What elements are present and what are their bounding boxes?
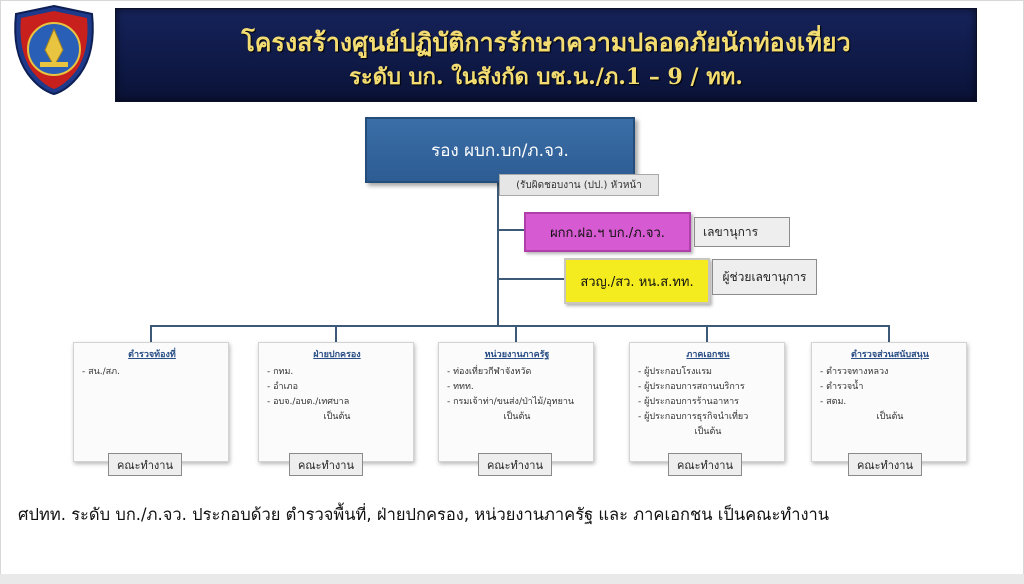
connector-drop-5 bbox=[888, 325, 890, 342]
bottom-strip bbox=[0, 574, 1024, 584]
member-item: - ททท. bbox=[447, 382, 474, 392]
title-subtitle: ระดับ บก. ในสังกัด บช.น./ภ.1 – 9 / ทท. bbox=[349, 64, 743, 90]
team-label-administration: คณะทำงาน bbox=[289, 453, 363, 476]
member-item: - ผู้ประกอบการธุรกิจนำเที่ยว bbox=[638, 412, 749, 422]
member-item: - ผู้ประกอบโรงแรม bbox=[638, 367, 712, 377]
member-item: - อบจ./อบต./เทศบาล bbox=[267, 397, 350, 407]
member-box-private-sector: ภาคเอกชน - ผู้ประกอบโรงแรม - ผู้ประกอบกา… bbox=[629, 342, 785, 462]
tourist-police-logo bbox=[14, 4, 94, 96]
assistant-label: ผู้ช่วยเลขานุการ bbox=[712, 259, 817, 295]
connector-drop-4 bbox=[706, 325, 708, 342]
diagram-caption: ศปทท. ระดับ บก./ภ.จว. ประกอบด้วย ตำรวจพื… bbox=[18, 505, 830, 524]
member-item: - อำเภอ bbox=[267, 382, 298, 392]
member-footer: เป็นต้น bbox=[503, 412, 531, 422]
member-header: ตำรวจท้องที่ bbox=[128, 350, 176, 360]
connector-secretary bbox=[497, 229, 524, 231]
member-item: - ตำรวจทางหลวง bbox=[820, 367, 889, 377]
member-footer: เป็นต้น bbox=[323, 412, 351, 422]
team-label-local-police: คณะทำงาน bbox=[108, 453, 182, 476]
member-item: - ผู้ประกอบการสถานบริการ bbox=[638, 382, 745, 392]
member-header: หน่วยงานภาครัฐ bbox=[484, 350, 550, 360]
title-banner: โครงสร้างศูนย์ปฏิบัติการรักษาความปลอดภัย… bbox=[115, 8, 977, 102]
connector-drop-2 bbox=[335, 325, 337, 342]
member-box-government: หน่วยงานภาครัฐ - ท่องเที่ยวกีฬาจังหวัด -… bbox=[438, 342, 594, 462]
member-box-administration: ฝ่ายปกครอง - กทม. - อำเภอ - อบจ./อบต./เท… bbox=[258, 342, 414, 462]
connector-drop-1 bbox=[150, 325, 152, 342]
assistant-box: สวญ./สว. หน.ส.ทท. bbox=[564, 258, 710, 304]
member-footer: เป็นต้น bbox=[694, 427, 722, 437]
member-header: ภาคเอกชน bbox=[686, 350, 730, 360]
member-item: - กทม. bbox=[267, 367, 294, 377]
member-header: ตำรวจส่วนสนับสนุน bbox=[851, 350, 929, 360]
connector-main-vertical bbox=[497, 179, 499, 327]
member-item: - กรมเจ้าท่า/ขนส่ง/ป่าไม้/อุทยาน bbox=[447, 397, 575, 407]
member-item: - ท่องเที่ยวกีฬาจังหวัด bbox=[447, 367, 532, 377]
secretary-label: เลขานุการ bbox=[694, 217, 790, 247]
member-item: - ผู้ประกอบการร้านอาหาร bbox=[638, 397, 739, 407]
member-box-support-police: ตำรวจส่วนสนับสนุน - ตำรวจทางหลวง - ตำรวจ… bbox=[811, 342, 967, 462]
member-header: ฝ่ายปกครอง bbox=[313, 350, 361, 360]
member-box-local-police: ตำรวจท้องที่ - สน./สภ. bbox=[73, 342, 229, 462]
connector-assistant bbox=[497, 278, 564, 280]
head-note: (รับผิดชอบงาน (ปป.) หัวหน้า bbox=[499, 174, 659, 196]
member-footer: เป็นต้น bbox=[876, 412, 904, 422]
team-label-support-police: คณะทำงาน bbox=[848, 453, 922, 476]
team-label-government: คณะทำงาน bbox=[478, 453, 552, 476]
team-label-private-sector: คณะทำงาน bbox=[668, 453, 742, 476]
member-item: - สตม. bbox=[820, 397, 847, 407]
title-main: โครงสร้างศูนย์ปฏิบัติการรักษาความปลอดภัย… bbox=[241, 28, 851, 57]
connector-horizontal-bus bbox=[150, 325, 890, 327]
connector-drop-3 bbox=[515, 325, 517, 342]
secretary-box: ผกก.ฝอ.ฯ บก./ภ.จว. bbox=[524, 212, 691, 252]
member-item: - สน./สภ. bbox=[82, 367, 120, 377]
member-item: - ตำรวจน้ำ bbox=[820, 382, 864, 392]
